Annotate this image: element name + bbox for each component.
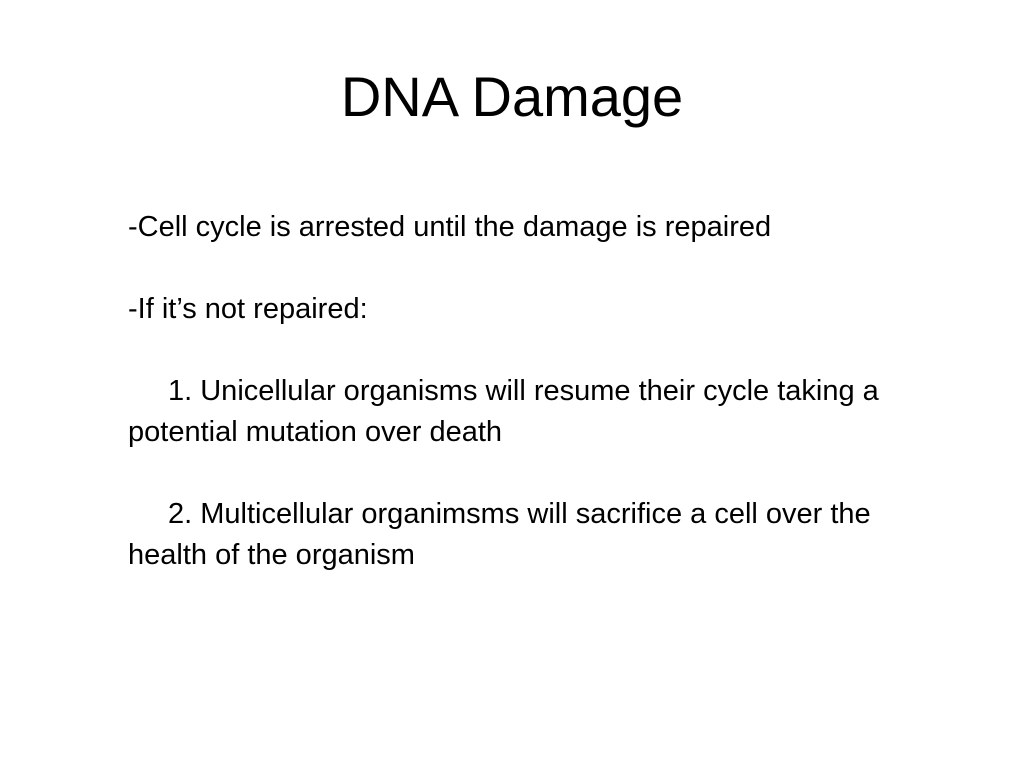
slide-body: -Cell cycle is arrested until the damage… (128, 207, 1018, 576)
bullet-cell-cycle-arrested: -Cell cycle is arrested until the damage… (128, 211, 772, 243)
spacer (128, 248, 1018, 289)
spacer (128, 453, 1018, 494)
item-multicellular-line-2: health of the organism (128, 539, 415, 571)
bullet-if-not-repaired: -If it’s not repaired: (128, 293, 368, 325)
spacer (128, 330, 1018, 371)
slide-title: DNA Damage (340, 65, 684, 128)
item-unicellular-line-2: potential mutation over death (128, 416, 503, 448)
item-multicellular-line-1: 2. Multicellular organimsms will sacrifi… (168, 498, 871, 530)
item-unicellular-line-1: 1. Unicellular organisms will resume the… (168, 375, 879, 407)
